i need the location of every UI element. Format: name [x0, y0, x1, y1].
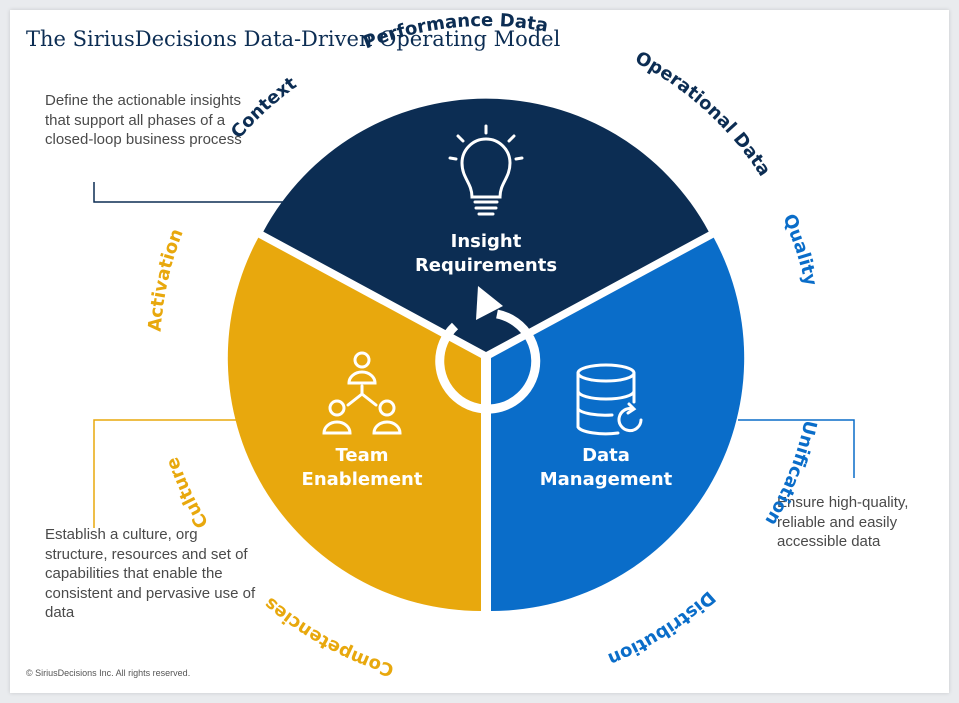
insight-label-line1: Insight: [451, 231, 522, 252]
team-description: Establish a culture, org structure, reso…: [45, 526, 256, 621]
team-label-line2: Enablement: [302, 469, 423, 490]
team-label-line1: Team: [336, 445, 389, 466]
cycle-arrow-icon: [435, 286, 541, 414]
performance-data-label: Performance Data: [360, 10, 549, 54]
insight-connector-line: [93, 182, 285, 203]
insight-label-line2: Requirements: [415, 255, 557, 276]
team-enablement-segment: [227, 237, 481, 612]
copyright-notice: © SiriusDecisions Inc. All rights reserv…: [26, 668, 191, 678]
lightbulb-icon: [448, 124, 524, 216]
insight-description: Define the actionable insights that supp…: [45, 92, 242, 148]
distribution-label: Distribution: [605, 587, 719, 670]
unification-label: Unification: [760, 418, 820, 529]
context-label: Context: [227, 73, 301, 143]
database-refresh-icon: [576, 363, 643, 436]
activation-label: Activation: [145, 226, 188, 332]
data-management-segment: [491, 237, 745, 611]
competencies-label: Competencies: [260, 593, 396, 680]
team-hierarchy-icon: [322, 351, 402, 435]
data-connector-line: [738, 419, 855, 478]
quality-label: Quality: [778, 211, 821, 288]
culture-label: Culture: [162, 454, 213, 531]
data-description: Ensure high-quality, reliable and easily…: [777, 494, 909, 550]
team-connector-line: [93, 419, 240, 528]
page-title: The SiriusDecisions Data-Driven Operatin…: [26, 27, 561, 51]
operational-data-label: Operational Data: [632, 47, 775, 180]
data-label-line2: Management: [540, 469, 673, 490]
insight-requirements-segment: [263, 98, 709, 352]
data-label-line1: Data: [582, 445, 630, 466]
